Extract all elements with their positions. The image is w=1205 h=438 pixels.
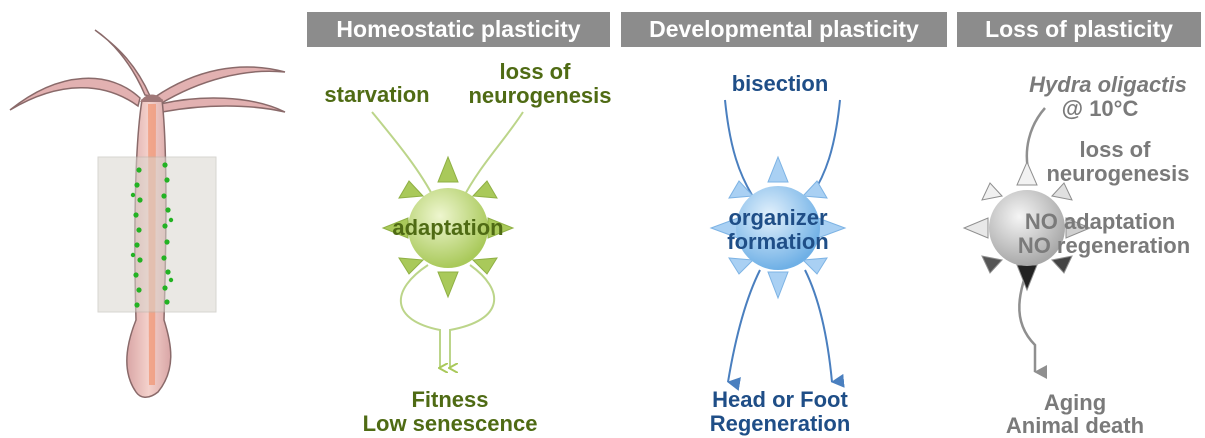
label-fitness: Fitness (411, 387, 489, 412)
label-no-adaptation: NO adaptation (1024, 209, 1176, 234)
label-neurogenesis: neurogenesis (1046, 161, 1190, 186)
label-organizer: organizer (728, 205, 828, 230)
header-homeostatic-plasticity: Homeostatic plasticity (307, 12, 610, 47)
label-loss-of: loss of (1079, 137, 1151, 162)
header-loss-of-plasticity: Loss of plasticity (957, 12, 1201, 47)
label-loss-of-neurogenesis-line1: loss of (499, 59, 571, 84)
label-animal-death: Animal death (1005, 413, 1145, 438)
label-regeneration: Regeneration (709, 411, 851, 436)
label-head-or-foot: Head or Foot (712, 387, 848, 412)
homeostatic-graphic (371, 111, 524, 368)
label-hydra-oligactis: Hydra oligactis (1029, 72, 1187, 97)
label-loss-of-neurogenesis-line2: neurogenesis (468, 83, 612, 108)
label-starvation: starvation (324, 82, 430, 107)
header-developmental-plasticity: Developmental plasticity (621, 12, 947, 47)
label-aging: Aging (1043, 390, 1107, 415)
label-no-regeneration: NO regeneration (1017, 233, 1191, 258)
label-low-senescence: Low senescence (362, 411, 538, 436)
label-temperature: @ 10°C (1061, 96, 1139, 121)
label-formation: formation (727, 229, 829, 254)
label-adaptation: adaptation (392, 215, 504, 240)
loss-graphic (962, 107, 1092, 379)
developmental-graphic (709, 99, 847, 391)
label-bisection: bisection (731, 71, 829, 96)
hydra-illustration (9, 29, 286, 398)
